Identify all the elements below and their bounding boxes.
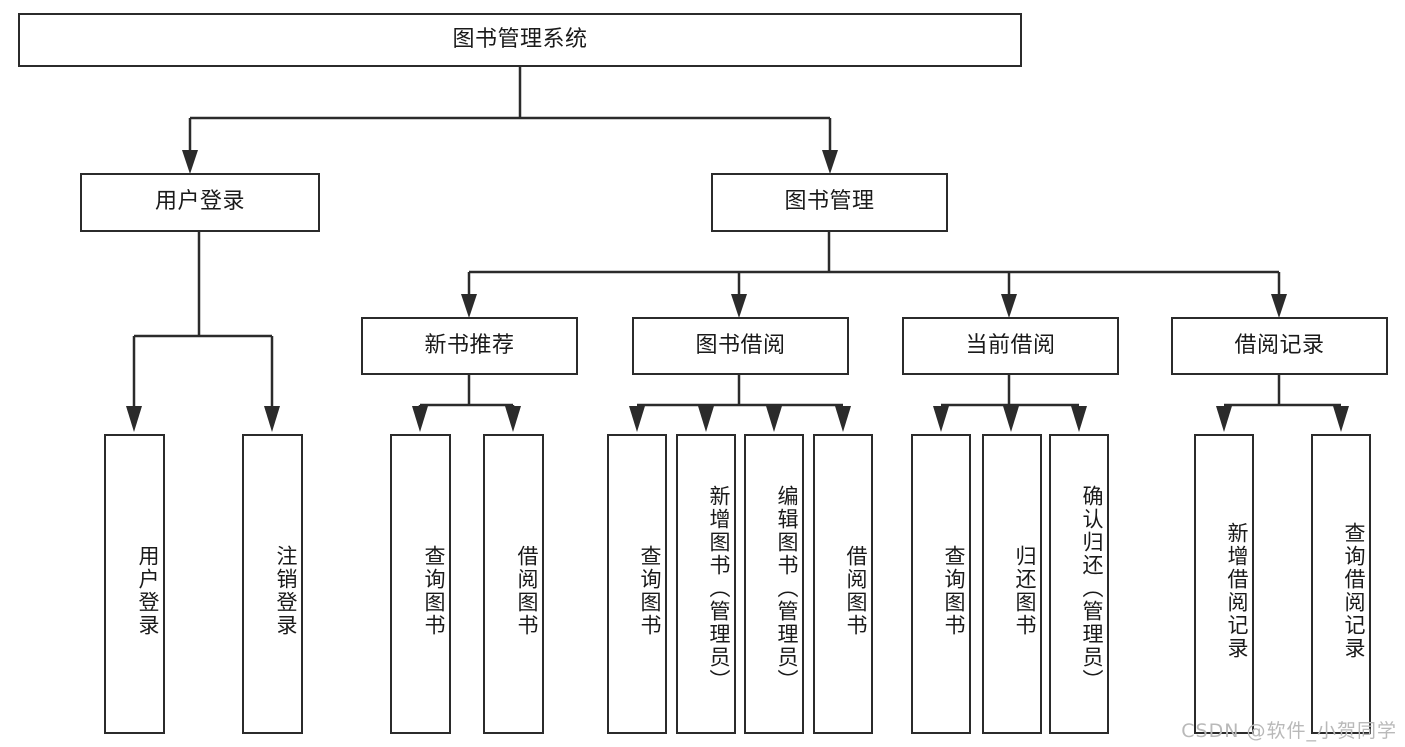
- arrow-borrow-l3: [766, 406, 782, 432]
- watermark-text: CSDN @软件_小贺同学: [1181, 720, 1397, 742]
- arrow-record-l1: [1216, 406, 1232, 432]
- node-current-borrow[interactable]: 当前借阅: [902, 317, 1119, 375]
- arrow-bookmanage-c1: [461, 294, 477, 318]
- arrow-userlogin-l2: [264, 406, 280, 432]
- arrow-current-l3: [1071, 406, 1087, 432]
- arrow-recommend-l1: [412, 406, 428, 432]
- arrow-bookmanage-c4: [1271, 294, 1287, 318]
- leaf-user-login[interactable]: 用户登录: [104, 434, 165, 734]
- leaf-record-add-record[interactable]: 新增借阅记录: [1194, 434, 1254, 734]
- node-borrow-record[interactable]: 借阅记录: [1171, 317, 1388, 375]
- arrow-bookmanage-c2: [731, 294, 747, 318]
- leaf-recommend-query-book[interactable]: 查询图书: [390, 434, 451, 734]
- node-book-manage[interactable]: 图书管理: [711, 173, 948, 232]
- node-book-borrow[interactable]: 图书借阅: [632, 317, 849, 375]
- arrow-root-to-user-login: [182, 150, 198, 174]
- arrow-root-to-book-manage: [822, 150, 838, 174]
- leaf-current-return-book[interactable]: 归还图书: [982, 434, 1042, 734]
- arrow-borrow-l2: [698, 406, 714, 432]
- arrow-current-l1: [933, 406, 949, 432]
- arrow-record-l2: [1333, 406, 1349, 432]
- leaf-logout[interactable]: 注销登录: [242, 434, 303, 734]
- leaf-recommend-borrow-book[interactable]: 借阅图书: [483, 434, 544, 734]
- node-user-login[interactable]: 用户登录: [80, 173, 320, 232]
- arrow-userlogin-l1: [126, 406, 142, 432]
- leaf-borrow-borrow-book[interactable]: 借阅图书: [813, 434, 873, 734]
- leaf-borrow-query-book[interactable]: 查询图书: [607, 434, 667, 734]
- leaf-current-query-book[interactable]: 查询图书: [911, 434, 971, 734]
- arrow-borrow-l1: [629, 406, 645, 432]
- node-root[interactable]: 图书管理系统: [18, 13, 1022, 67]
- leaf-borrow-edit-book-admin[interactable]: 编辑图书（管理员）: [744, 434, 804, 734]
- arrow-borrow-l4: [835, 406, 851, 432]
- node-new-book-recommend[interactable]: 新书推荐: [361, 317, 578, 375]
- arrow-recommend-l2: [505, 406, 521, 432]
- leaf-current-confirm-return-admin[interactable]: 确认归还（管理员）: [1049, 434, 1109, 734]
- arrow-current-l2: [1003, 406, 1019, 432]
- leaf-borrow-add-book-admin[interactable]: 新增图书（管理员）: [676, 434, 736, 734]
- leaf-record-query-record[interactable]: 查询借阅记录: [1311, 434, 1371, 734]
- arrow-bookmanage-c3: [1001, 294, 1017, 318]
